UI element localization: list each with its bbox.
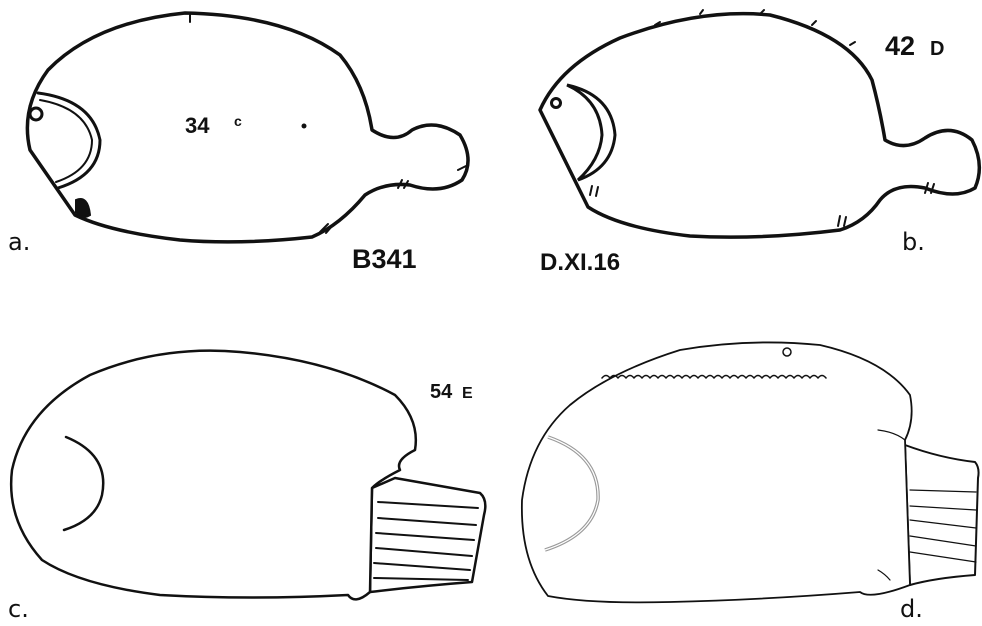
fish-a-label-number: 34 (185, 113, 210, 138)
panel-letter-b: b. (902, 228, 925, 256)
fish-d-tail (905, 445, 979, 585)
fish-d-body (522, 342, 912, 602)
panel-c: 54 E c. (8, 351, 485, 623)
fish-a-label-suffix: c (234, 113, 242, 129)
panel-letter-d: d. (900, 595, 923, 623)
fish-a-specimen-code: B341 (352, 244, 417, 274)
fish-a-dot (302, 124, 307, 129)
fish-b-specimen-code: D.XI.16 (540, 249, 620, 276)
fish-c-label-number: 54 (430, 381, 453, 403)
fish-a-body (27, 13, 468, 242)
fish-c-label-suffix: E (462, 385, 473, 402)
panel-b: 42 D D.XI.16 b. (540, 10, 979, 276)
panel-a: 34 c B341 a. (8, 13, 468, 274)
fish-c-body (11, 351, 416, 600)
fish-b-label-number: 42 (885, 31, 915, 61)
panel-d: d. (522, 342, 979, 623)
fish-c-tail (370, 478, 485, 592)
panel-letter-a: a. (8, 228, 30, 256)
panel-letter-c: c. (8, 595, 29, 623)
fish-b-label-suffix: D (930, 38, 944, 60)
